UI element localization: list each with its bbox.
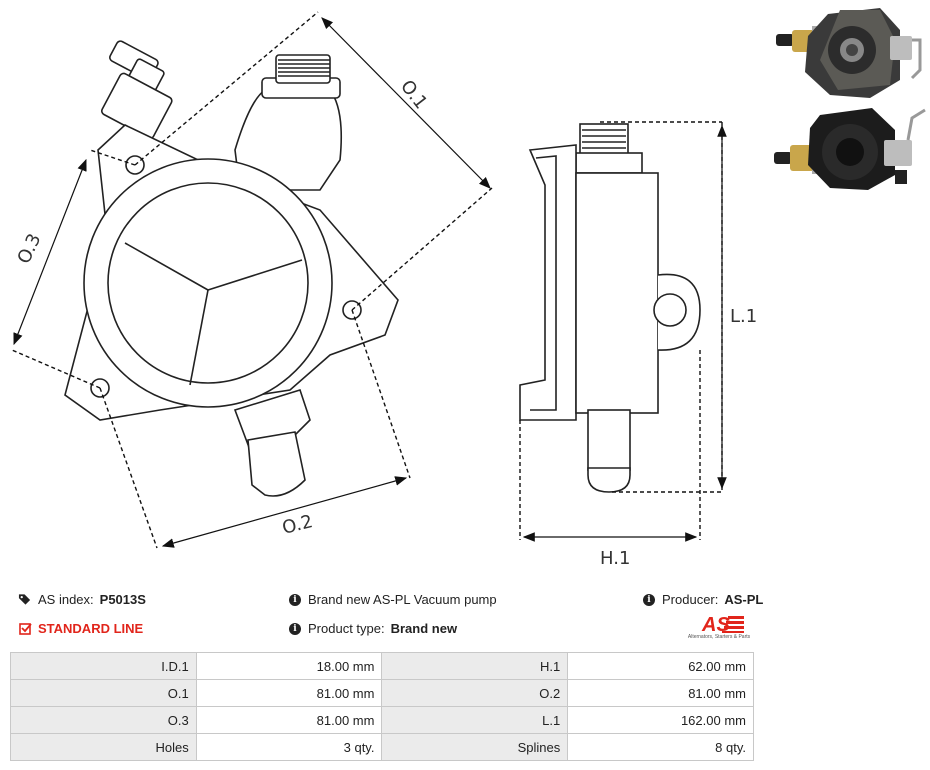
as-logo-mark: AS bbox=[701, 614, 744, 636]
product-type-label: Product type: bbox=[308, 621, 385, 636]
as-index-value[interactable]: P5013S bbox=[99, 592, 146, 607]
table-row: I.D.1 18.00 mm H.1 62.00 mm bbox=[10, 652, 754, 680]
logo-mark-text: AS bbox=[701, 614, 730, 636]
spec-value: 81.00 mm bbox=[195, 679, 383, 707]
logo-tagline: Alternators, Starters & Parts bbox=[687, 634, 751, 640]
as-pl-logo[interactable]: AS Alternators, Starters & Parts bbox=[680, 612, 758, 644]
spec-value: 18.00 mm bbox=[195, 652, 383, 680]
product-info: AS index: P5013S STANDARD LINE i Brand n… bbox=[0, 588, 930, 648]
spec-value: 62.00 mm bbox=[567, 652, 754, 680]
product-type-value: Brand new bbox=[390, 621, 458, 636]
standard-line-badge: STANDARD LINE bbox=[18, 621, 143, 636]
table-row: O.1 81.00 mm O.2 81.00 mm bbox=[10, 679, 754, 707]
dim-label-h1: H.1 bbox=[600, 548, 630, 569]
side-view: L.1 H.1 bbox=[519, 121, 757, 569]
technical-drawing: O.1 O.3 O.2 L.1 H.1 bbox=[11, 8, 926, 569]
product-type: i Product type: Brand new bbox=[288, 621, 457, 636]
info-icon: i bbox=[642, 593, 656, 607]
spec-key: I.D.1 bbox=[10, 652, 197, 680]
front-view: O.1 O.3 O.2 bbox=[11, 11, 493, 549]
info-icon: i bbox=[288, 593, 302, 607]
product-description: i Brand new AS-PL Vacuum pump bbox=[288, 592, 497, 607]
producer-value: AS-PL bbox=[724, 592, 764, 607]
producer: i Producer: AS-PL bbox=[642, 592, 763, 607]
spec-value: 162.00 mm bbox=[567, 706, 754, 734]
dim-label-o1: O.1 bbox=[396, 76, 431, 113]
as-index: AS index: P5013S bbox=[18, 592, 146, 607]
specs-table: I.D.1 18.00 mm H.1 62.00 mm O.1 81.00 mm… bbox=[10, 652, 754, 761]
table-row: O.3 81.00 mm L.1 162.00 mm bbox=[10, 706, 754, 734]
spec-value: 81.00 mm bbox=[195, 706, 383, 734]
spec-value: 81.00 mm bbox=[567, 679, 754, 707]
spec-value: 3 qty. bbox=[195, 733, 383, 761]
spec-key: Splines bbox=[381, 733, 569, 761]
spec-key: O.1 bbox=[10, 679, 197, 707]
dim-label-o2: O.2 bbox=[280, 511, 315, 539]
spec-key: H.1 bbox=[381, 652, 569, 680]
spec-key: O.3 bbox=[10, 706, 197, 734]
producer-label: Producer: bbox=[662, 592, 719, 607]
spec-value: 8 qty. bbox=[567, 733, 754, 761]
info-icon: i bbox=[288, 622, 302, 636]
description-text: Brand new AS-PL Vacuum pump bbox=[308, 592, 497, 607]
product-photo-bottom[interactable] bbox=[774, 108, 926, 190]
dim-label-o3: O.3 bbox=[13, 230, 45, 267]
dim-label-l1: L.1 bbox=[730, 306, 757, 327]
spec-key: O.2 bbox=[381, 679, 569, 707]
spec-key: L.1 bbox=[381, 706, 569, 734]
tags-icon bbox=[18, 593, 32, 607]
standard-line-label: STANDARD LINE bbox=[38, 621, 144, 636]
table-row: Holes 3 qty. Splines 8 qty. bbox=[10, 733, 754, 761]
as-index-label: AS index: bbox=[38, 592, 94, 607]
product-photo-top[interactable] bbox=[776, 8, 922, 98]
spec-key: Holes bbox=[10, 733, 197, 761]
checkbox-icon bbox=[18, 622, 32, 636]
